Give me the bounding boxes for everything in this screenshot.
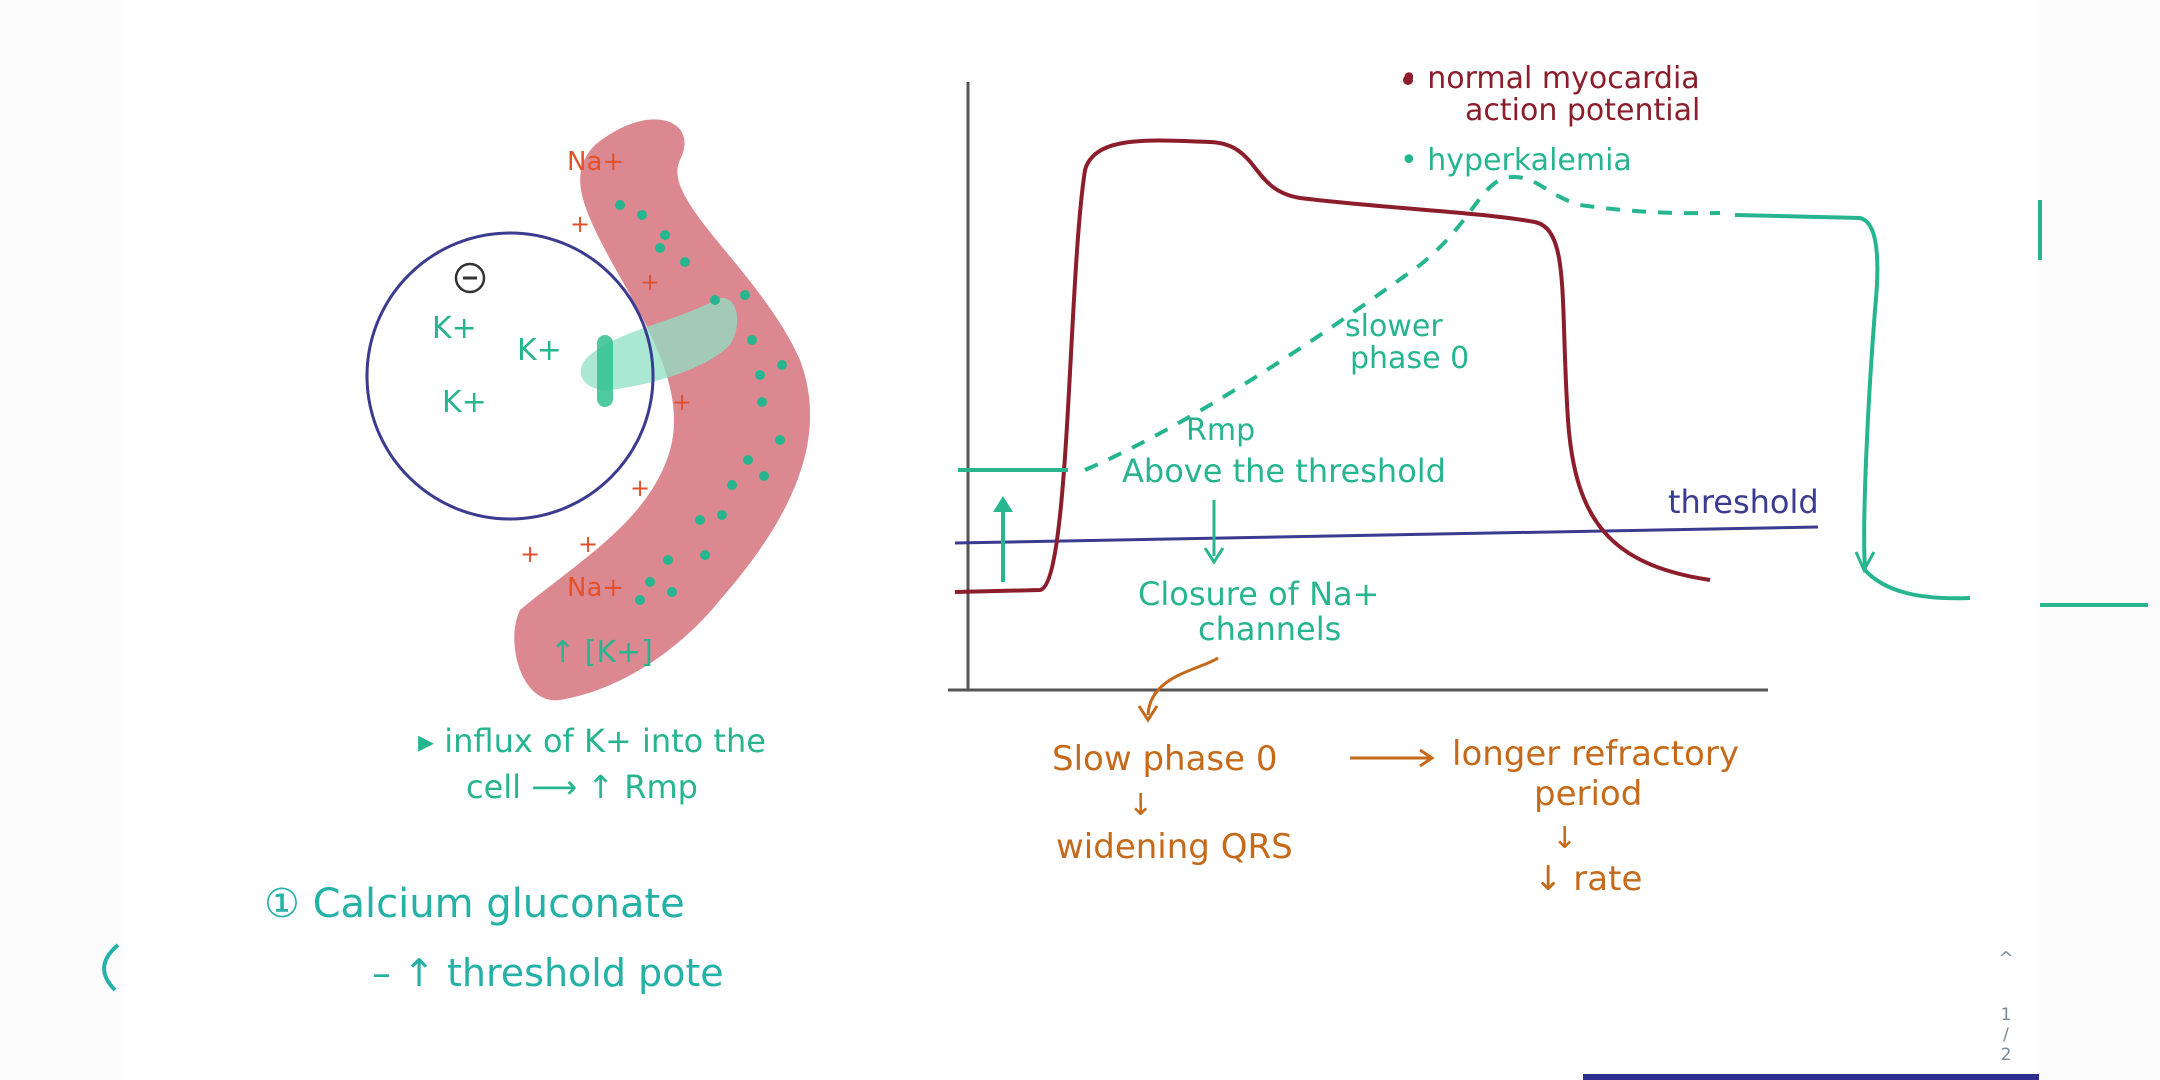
tail-arrowhead xyxy=(1854,551,1876,574)
cell-caption-line2: cell ⟶ ↑ Rmp xyxy=(466,768,698,806)
curved-arrow-to-slow-phase xyxy=(1146,656,1219,716)
page-indicator: ^ 1 / 2 xyxy=(1995,948,2017,1068)
refractory-period: period xyxy=(1534,774,1642,814)
legend-normal-dot xyxy=(1403,75,1413,85)
page-up-icon[interactable]: ^ xyxy=(1998,948,2014,969)
legend-normal-line2: action potential xyxy=(1465,93,1700,128)
positive-charges: + + + + + + xyxy=(520,210,692,568)
rmp-label: Rmp xyxy=(1186,413,1255,448)
page-total: 2 xyxy=(2000,1045,2012,1065)
closure-line2: channels xyxy=(1198,610,1341,648)
svg-text:+: + xyxy=(570,210,590,238)
threshold-label: threshold xyxy=(1668,483,1819,521)
svg-text:+: + xyxy=(630,474,650,502)
rmp-above-threshold: Above the threshold xyxy=(1122,452,1446,490)
period-down-arrow: ↓ xyxy=(1552,821,1577,856)
hyperkalemia-ap-curve xyxy=(1084,175,1721,472)
blood-potassium-label: ↑ [K+] xyxy=(550,635,653,670)
right-margin xyxy=(2039,0,2160,1080)
left-margin xyxy=(0,0,121,1080)
k-label-1: K+ xyxy=(432,311,477,346)
legend-normal-line1: • normal myocardia xyxy=(1400,61,1700,96)
legend-hyperkalemia: • hyperkalemia xyxy=(1400,143,1632,178)
svg-text:+: + xyxy=(640,268,660,296)
potassium-channel xyxy=(580,298,738,391)
normal-ap-curve xyxy=(954,138,1711,594)
treatment-sub: – ↑ threshold pote xyxy=(372,951,724,995)
slower-phase-line1: slower xyxy=(1345,309,1443,344)
hyperkalemia-tail xyxy=(1734,213,1971,601)
decreased-rate: ↓ rate xyxy=(1534,859,1642,899)
slow-down-arrow: ↓ xyxy=(1128,788,1153,823)
k-label-3: K+ xyxy=(442,385,487,420)
bottom-progress-bar xyxy=(1583,1074,2039,1080)
k-label-2: K+ xyxy=(517,333,562,368)
widening-qrs: widening QRS xyxy=(1056,827,1293,867)
na-label-top: Na+ xyxy=(567,147,624,177)
closure-arrowhead xyxy=(1203,547,1225,565)
page-current: 1 xyxy=(2000,1005,2012,1025)
cell-caption-line1: ▸ influx of K+ into the xyxy=(418,722,766,760)
slow-phase-0: Slow phase 0 xyxy=(1052,739,1277,779)
longer-refractory: longer refractory xyxy=(1452,734,1739,774)
offscreen-mark xyxy=(102,943,120,992)
slower-phase-line2: phase 0 xyxy=(1350,341,1469,376)
svg-text:+: + xyxy=(520,540,540,568)
channel-pore xyxy=(597,335,613,407)
negative-charge-icon xyxy=(454,262,486,294)
cell-membrane xyxy=(365,231,655,521)
page-separator: / xyxy=(2003,1025,2009,1045)
threshold-line xyxy=(954,525,1819,545)
svg-text:+: + xyxy=(672,388,692,416)
slow-to-longer-arrowhead xyxy=(1419,748,1435,768)
svg-text:+: + xyxy=(578,530,598,558)
treatment-item: ① Calcium gluconate xyxy=(264,881,685,927)
hyperkalemia-tail-right xyxy=(2038,200,2148,607)
blood-vessel xyxy=(514,119,811,701)
na-label-bottom: Na+ xyxy=(567,573,624,603)
closure-line1: Closure of Na+ xyxy=(1138,575,1379,613)
potassium-dots xyxy=(615,200,787,605)
rmp-up-arrowhead xyxy=(993,496,1013,512)
curved-arrowhead xyxy=(1137,705,1159,723)
